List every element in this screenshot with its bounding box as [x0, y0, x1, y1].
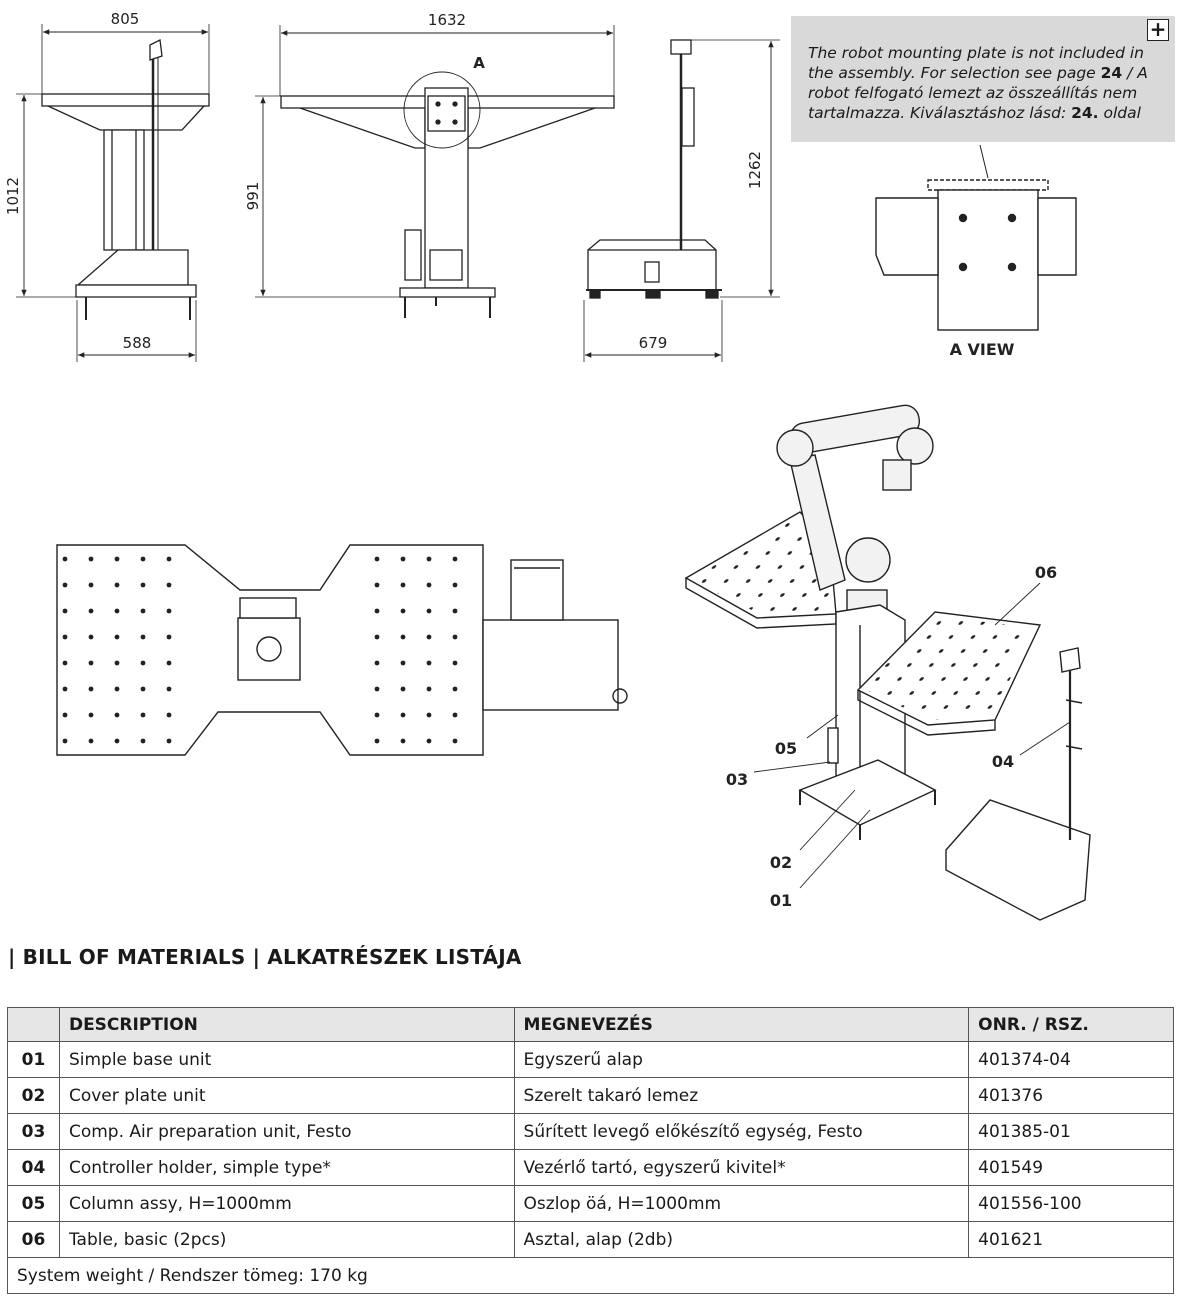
callout-06: 06 [1035, 563, 1057, 582]
mounting-plate-note: + The robot mounting plate is not includ… [791, 16, 1175, 142]
row-description: Table, basic (2pcs) [58, 1221, 515, 1258]
callout-03: 03 [726, 770, 748, 789]
expand-note-button[interactable]: + [1147, 19, 1169, 41]
col-header-part-number: ONR. / RSZ. [968, 1007, 1174, 1042]
detail-a-marker: A [473, 54, 485, 72]
callout-05: 05 [775, 739, 797, 758]
row-description: Simple base unit [58, 1041, 515, 1078]
table-header-row: DESCRIPTION MEGNEVEZÉS ONR. / RSZ. [7, 1007, 1174, 1042]
row-megnevezes: Egyszerű alap [513, 1041, 970, 1078]
note-separator: / [1122, 64, 1138, 82]
dim-front-width: 805 [111, 10, 140, 28]
system-weight: System weight / Rendszer tömeg: 170 kg [7, 1257, 1174, 1294]
top-view-drawing [56, 544, 628, 756]
col-header-description: DESCRIPTION [58, 1007, 515, 1042]
row-description: Comp. Air preparation unit, Festo [58, 1113, 515, 1150]
note-en: The robot mounting plate is not included… [808, 44, 1144, 82]
callout-04: 04 [992, 752, 1014, 771]
note-hu-tail: oldal [1098, 104, 1141, 122]
row-description: Cover plate unit [58, 1077, 515, 1114]
table-row: 02 Cover plate unit Szerelt takaró lemez… [7, 1077, 1174, 1114]
dim-side-height: 991 [244, 182, 262, 211]
controller-view-drawing [583, 39, 780, 362]
row-megnevezes: Asztal, alap (2db) [513, 1221, 970, 1258]
a-view-label: A VIEW [950, 340, 1015, 359]
table-row: 01 Simple base unit Egyszerű alap 401374… [7, 1041, 1174, 1078]
note-page: 24 [1100, 64, 1123, 82]
row-num: 06 [7, 1221, 60, 1258]
row-megnevezes: Oszlop öá, H=1000mm [513, 1185, 970, 1222]
row-num: 03 [7, 1113, 60, 1150]
col-header-megnevezes: MEGNEVEZÉS [513, 1007, 970, 1042]
a-view-drawing [875, 144, 1077, 331]
dim-front-height: 1012 [4, 177, 22, 215]
row-num: 05 [7, 1185, 60, 1222]
bom-table: DESCRIPTION MEGNEVEZÉS ONR. / RSZ. 01 Si… [7, 1007, 1174, 1294]
technical-drawings: 805 1012 588 1632 991 A [4, 10, 1091, 921]
dim-front-base: 588 [123, 334, 152, 352]
row-part-number: 401385-01 [968, 1113, 1174, 1150]
isometric-view-drawing [684, 404, 1091, 921]
row-part-number: 401621 [968, 1221, 1174, 1258]
table-row: 06 Table, basic (2pcs) Asztal, alap (2db… [7, 1221, 1174, 1258]
table-row: 04 Controller holder, simple type* Vezér… [7, 1149, 1174, 1186]
front-view-drawing [16, 24, 210, 362]
row-description: Column assy, H=1000mm [58, 1185, 515, 1222]
row-part-number: 401549 [968, 1149, 1174, 1186]
note-hu-page: 24. [1071, 104, 1099, 122]
row-megnevezes: Szerelt takaró lemez [513, 1077, 970, 1114]
callout-01: 01 [770, 891, 792, 910]
dim-side-width: 1632 [428, 11, 466, 29]
bom-heading: | BILL OF MATERIALS | ALKATRÉSZEK LISTÁJ… [8, 945, 522, 969]
table-row: 03 Comp. Air preparation unit, Festo Sűr… [7, 1113, 1174, 1150]
row-num: 02 [7, 1077, 60, 1114]
row-megnevezes: Sűrített levegő előkészítő egység, Festo [513, 1113, 970, 1150]
note-hu: A robot felfogató lemezt az összeállítás… [808, 64, 1148, 122]
dim-right-height: 1262 [746, 151, 764, 189]
callout-02: 02 [770, 853, 792, 872]
row-part-number: 401374-04 [968, 1041, 1174, 1078]
row-part-number: 401556-100 [968, 1185, 1174, 1222]
table-row: 05 Column assy, H=1000mm Oszlop öá, H=10… [7, 1185, 1174, 1222]
row-num: 01 [7, 1041, 60, 1078]
row-part-number: 401376 [968, 1077, 1174, 1114]
dim-right-base: 679 [639, 334, 668, 352]
table-footer-row: System weight / Rendszer tömeg: 170 kg [7, 1257, 1174, 1294]
col-header-num [7, 1007, 60, 1042]
side-view-drawing [255, 25, 615, 318]
note-text: The robot mounting plate is not included… [808, 43, 1168, 123]
row-description: Controller holder, simple type* [58, 1149, 515, 1186]
row-num: 04 [7, 1149, 60, 1186]
row-megnevezes: Vezérlő tartó, egyszerű kivitel* [513, 1149, 970, 1186]
